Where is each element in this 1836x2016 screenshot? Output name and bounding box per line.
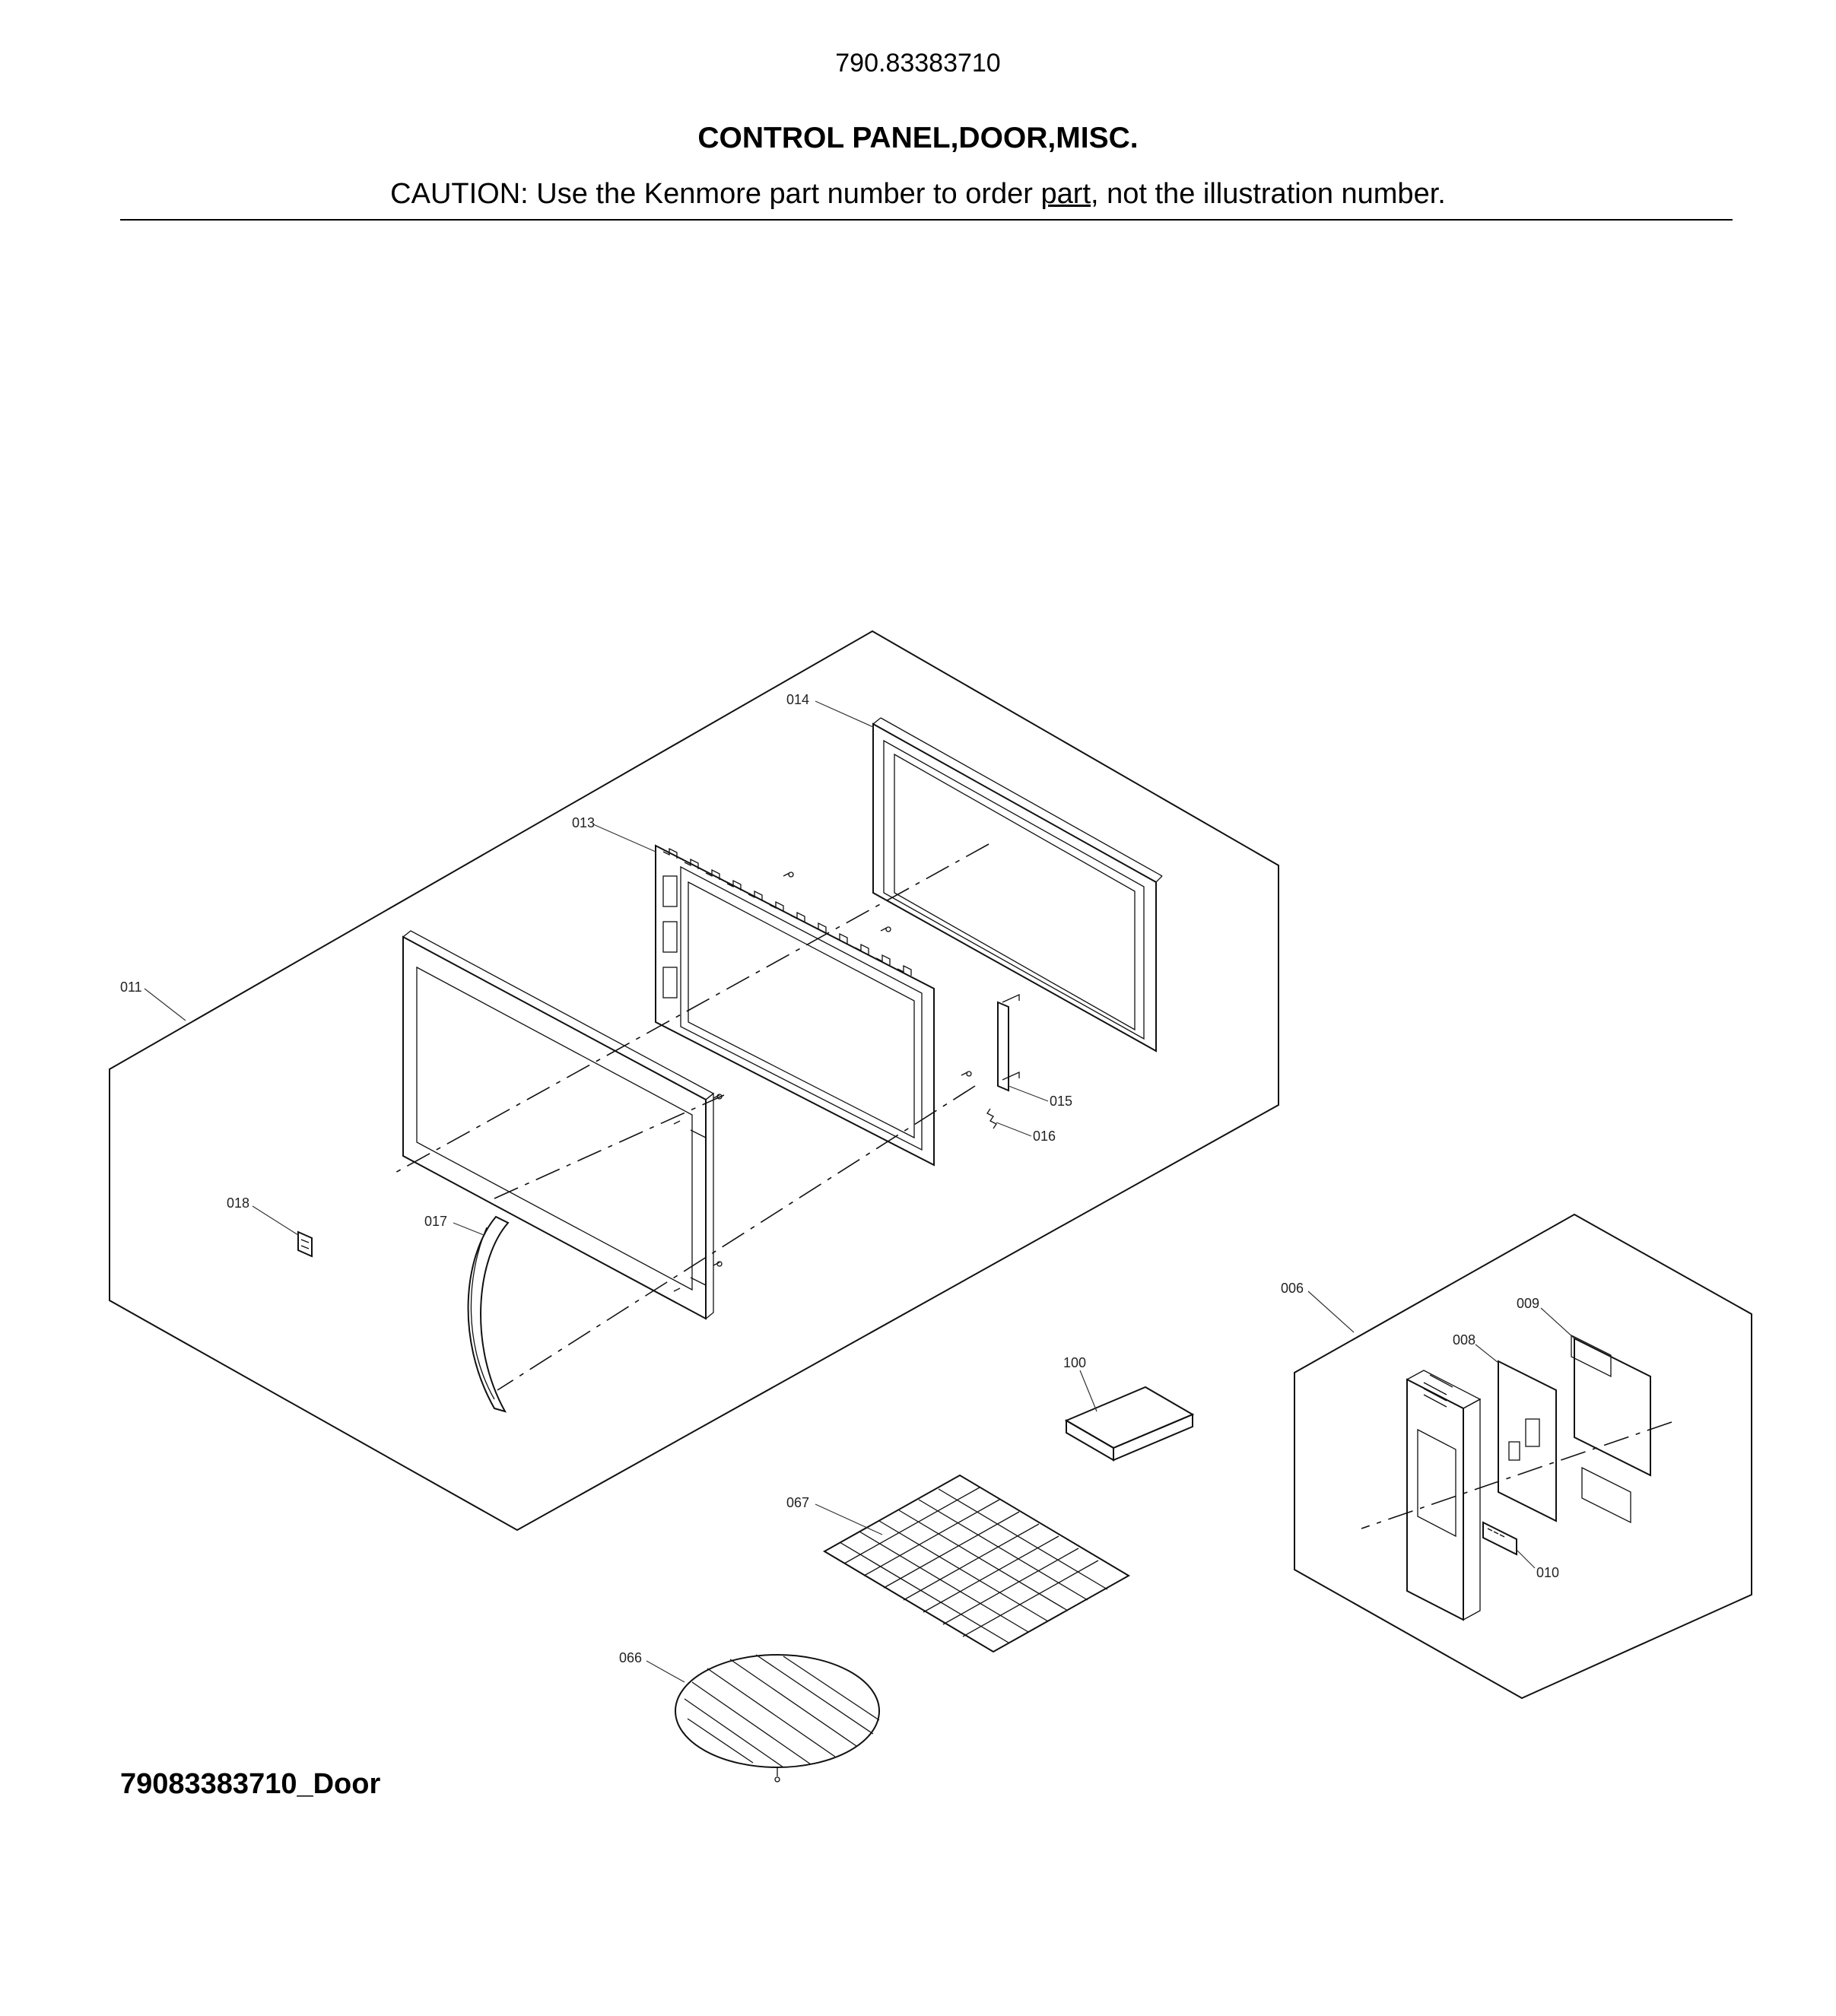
door-handle-part[interactable] <box>467 1215 510 1413</box>
caution-text-prefix: CAUTION: Use the Kenmore part number to … <box>390 178 1041 210</box>
callout-011[interactable]: 011 <box>120 979 142 995</box>
literature-pack-part[interactable] <box>1064 1386 1195 1462</box>
callout-013[interactable]: 013 <box>572 815 595 830</box>
control-panel-axis <box>1361 1421 1672 1529</box>
latch-hook-part[interactable] <box>997 993 1020 1092</box>
round-rack-part[interactable] <box>675 1654 880 1783</box>
door-assembly-boundary <box>109 630 1279 1532</box>
callout-010[interactable]: 010 <box>1536 1565 1559 1580</box>
diagram-id: 79083383710_Door <box>120 1768 381 1800</box>
assembly-axes <box>392 843 989 1391</box>
switch-part[interactable] <box>1482 1521 1517 1556</box>
control-panel-boundary <box>1294 1213 1752 1700</box>
badge-part[interactable] <box>297 1230 313 1258</box>
caution-note: CAUTION: Use the Kenmore part number to … <box>0 178 1836 211</box>
callout-066[interactable]: 066 <box>619 1650 642 1665</box>
screws <box>673 871 972 1292</box>
section-title: CONTROL PANEL,DOOR,MISC. <box>697 122 1139 154</box>
inner-door-frame-part[interactable] <box>655 844 935 1167</box>
control-panel-frame-part[interactable] <box>1406 1370 1482 1621</box>
door-choke-frame-part[interactable] <box>872 717 1163 1052</box>
pcb-bracket-part[interactable] <box>1498 1360 1557 1522</box>
callout-015[interactable]: 015 <box>1050 1094 1072 1109</box>
callout-018[interactable]: 018 <box>227 1195 249 1211</box>
header-divider <box>120 219 1733 221</box>
callout-014[interactable]: 014 <box>786 692 809 707</box>
callout-016[interactable]: 016 <box>1033 1129 1056 1144</box>
callout-100[interactable]: 100 <box>1063 1355 1086 1370</box>
callout-006[interactable]: 006 <box>1281 1281 1304 1296</box>
part-link[interactable]: part <box>1040 178 1091 210</box>
callout-067[interactable]: 067 <box>786 1495 809 1510</box>
wire-rack-part[interactable] <box>823 1474 1130 1653</box>
callouts: 014 013 011 015 016 018 017 006 009 008 … <box>120 692 1575 1683</box>
caution-text-suffix: , not the illustration number. <box>1091 178 1446 210</box>
model-number: 790.83383710 <box>835 49 1001 78</box>
callout-017[interactable]: 017 <box>424 1214 447 1229</box>
callout-009[interactable]: 009 <box>1517 1296 1539 1311</box>
outer-door-panel-part[interactable] <box>402 930 715 1320</box>
spring-part[interactable] <box>986 1108 997 1129</box>
control-board-part[interactable] <box>1571 1334 1651 1524</box>
callout-008[interactable]: 008 <box>1453 1332 1475 1348</box>
